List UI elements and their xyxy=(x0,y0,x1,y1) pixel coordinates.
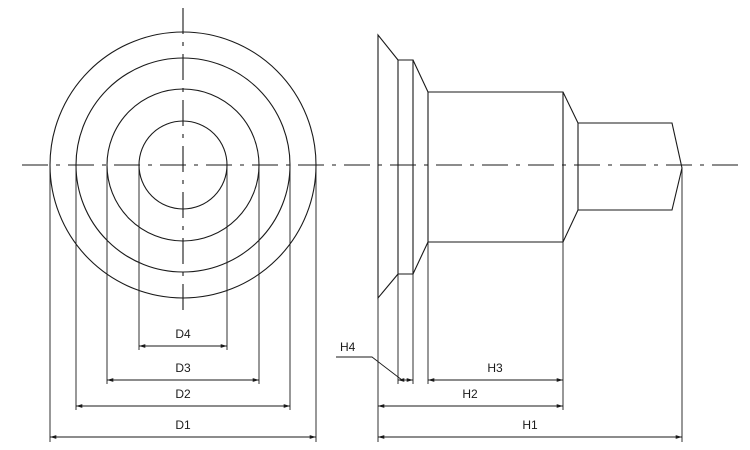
label-h4: H4 xyxy=(340,340,356,354)
main-body xyxy=(428,91,579,243)
flange-cone xyxy=(377,33,399,300)
label-h1: H1 xyxy=(522,418,538,432)
pin xyxy=(578,122,683,211)
front-view: D4 D3 D2 D1 xyxy=(22,8,740,442)
leader-h4 xyxy=(336,356,403,381)
side-view: H4 H3 H2 H1 xyxy=(336,33,683,442)
label-d3: D3 xyxy=(175,361,191,375)
flange-disc xyxy=(398,59,414,275)
label-h3: H3 xyxy=(487,361,503,375)
label-d2: D2 xyxy=(175,387,191,401)
label-h2: H2 xyxy=(462,387,478,401)
label-d4: D4 xyxy=(175,327,191,341)
label-d1: D1 xyxy=(175,418,191,432)
flange-chamfer xyxy=(412,59,429,275)
